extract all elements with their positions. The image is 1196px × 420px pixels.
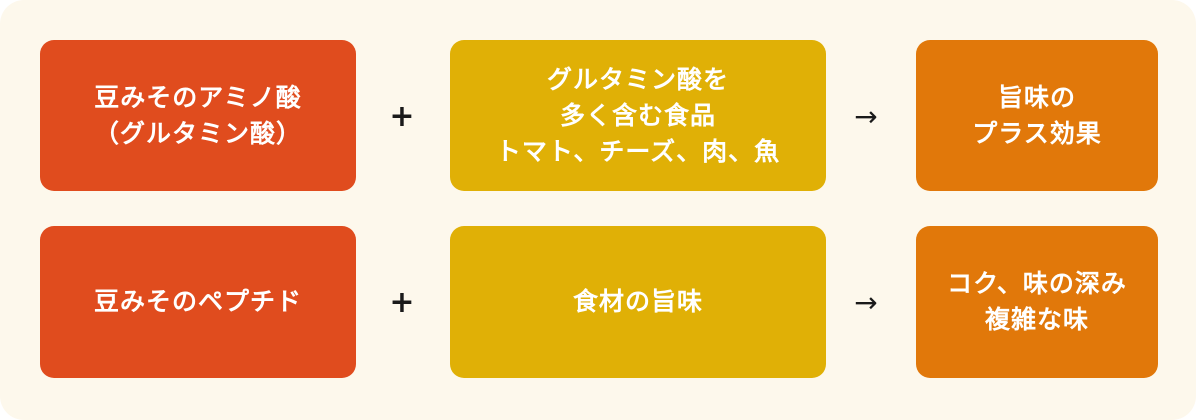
row1-result-text: 旨味の プラス効果 <box>972 82 1102 148</box>
row2-result-text: コク、味の深み 複雑な味 <box>947 269 1127 334</box>
row2-ingredient-text: 食材の旨味 <box>572 287 703 316</box>
row2-arrow-icon: → <box>854 285 878 319</box>
row2-plus-icon: + <box>389 284 415 320</box>
row2-result-box: コク、味の深み 複雑な味 <box>916 226 1158 378</box>
row1-plus-icon: + <box>389 98 415 134</box>
row1-arrow-icon: → <box>854 99 878 133</box>
row2-source-box: 豆みそのペプチド <box>40 226 356 378</box>
row1-ingredient-text: グルタミン酸を 多く含む食品 トマト、チーズ、肉、魚 <box>495 64 781 166</box>
row2-ingredient-box: 食材の旨味 <box>450 226 826 378</box>
row1-ingredient-box: グルタミン酸を 多く含む食品 トマト、チーズ、肉、魚 <box>450 40 826 191</box>
row1-result-box: 旨味の プラス効果 <box>916 40 1158 191</box>
row1-source-box: 豆みそのアミノ酸 （グルタミン酸） <box>40 40 356 191</box>
row2-source-text: 豆みそのペプチド <box>93 287 302 316</box>
row1-source-text: 豆みそのアミノ酸 （グルタミン酸） <box>93 82 302 148</box>
